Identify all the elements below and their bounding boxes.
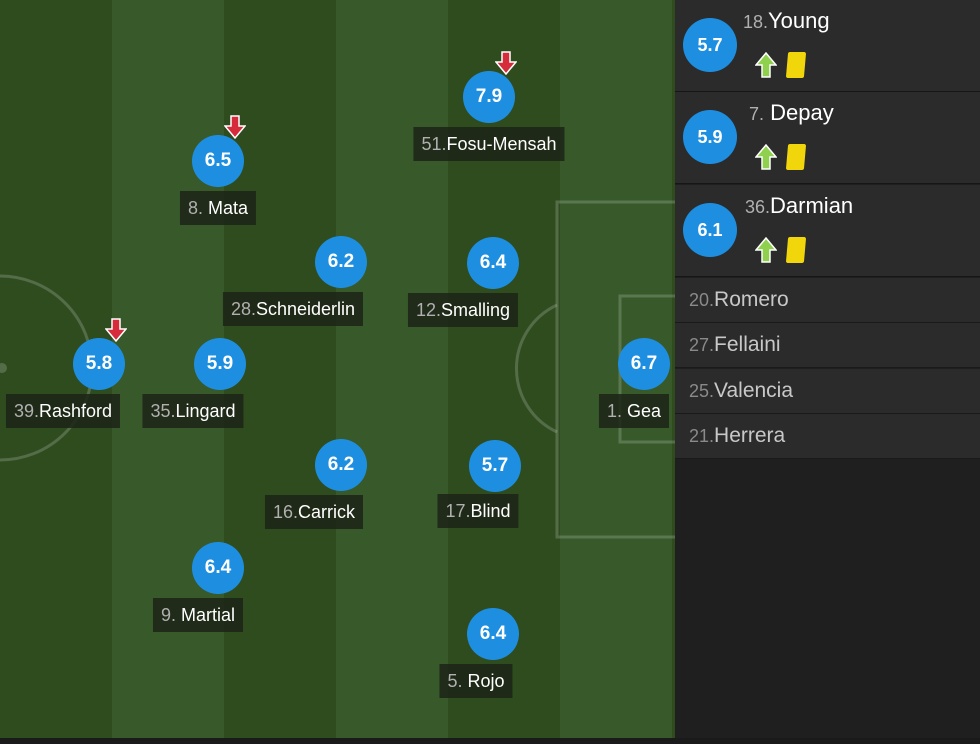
pitch: 7.9 51.Fosu-Mensah 6.5 8. Mata 6.2 28.Sc…: [0, 0, 675, 744]
player-name: Depay: [770, 100, 834, 125]
player-name: Gea: [627, 401, 662, 421]
bench-row[interactable]: 20.Romero: [675, 278, 980, 323]
player-rating: 6.4: [467, 608, 519, 660]
player-rating: 5.9: [683, 110, 737, 164]
yellow-card-icon: [785, 52, 807, 78]
player-label: 36.Darmian: [745, 193, 853, 219]
player-number: 28.: [230, 299, 256, 319]
player-number: 5.: [447, 671, 463, 691]
player-rating: 5.9: [194, 338, 246, 390]
player-number: 20.: [689, 290, 715, 310]
sub-on-arrow-icon: [755, 237, 777, 263]
player-name: Romero: [714, 288, 789, 311]
bench-row[interactable]: 25.Valencia: [675, 369, 980, 414]
bench-row[interactable]: 27.Fellaini: [675, 323, 980, 368]
player-name: Young: [768, 8, 830, 33]
player-name: Rashford: [38, 401, 113, 421]
player-rating: 6.2: [315, 439, 367, 491]
substitute-row[interactable]: 5.9 7. Depay: [675, 92, 980, 184]
player-name: Martial: [181, 605, 236, 625]
player-name: Fosu-Mensah: [446, 134, 557, 154]
player-label[interactable]: 12.Smalling: [407, 293, 519, 327]
player-rating: 5.8: [73, 338, 125, 390]
player-number: 7.: [749, 104, 765, 124]
player-label[interactable]: 1. Gea: [598, 394, 670, 428]
sub-on-arrow-icon: [755, 52, 777, 78]
player-number: 25.: [689, 381, 715, 401]
player-number: 39.: [13, 401, 39, 421]
yellow-card-icon: [785, 237, 807, 263]
player-label: 7. Depay: [749, 100, 834, 126]
player-number: 27.: [689, 335, 715, 355]
player-name: Fellaini: [714, 333, 781, 356]
player-label[interactable]: 28.Schneiderlin: [222, 292, 364, 326]
player-number: 16.: [272, 502, 299, 522]
sub-off-arrow-icon: [105, 318, 127, 342]
player-label[interactable]: 8. Mata: [179, 191, 257, 225]
player-name: Mata: [208, 198, 249, 218]
player-label[interactable]: 17.Blind: [437, 494, 519, 528]
player-rating: 6.4: [192, 542, 244, 594]
player-rating: 7.9: [463, 71, 515, 123]
player-rating: 5.7: [683, 18, 737, 72]
player-number: 18.: [743, 12, 769, 32]
player-name: Blind: [470, 501, 511, 521]
sub-off-arrow-icon: [495, 51, 517, 75]
player-name: Carrick: [298, 502, 356, 522]
player-name: Rojo: [467, 671, 505, 691]
substitute-row[interactable]: 6.1 36.Darmian: [675, 185, 980, 277]
player-rating: 5.7: [469, 440, 521, 492]
sub-off-arrow-icon: [224, 115, 246, 139]
substitute-row[interactable]: 5.7 18.Young: [675, 0, 980, 92]
player-number: 9.: [160, 605, 176, 625]
player-number: 8.: [187, 198, 203, 218]
player-number: 12.: [415, 300, 441, 320]
player-label[interactable]: 16.Carrick: [264, 495, 364, 529]
sub-on-arrow-icon: [755, 144, 777, 170]
player-name: Schneiderlin: [255, 299, 356, 319]
player-rating: 6.2: [315, 236, 367, 288]
player-number: 51.: [421, 134, 447, 154]
player-name: Herrera: [714, 424, 786, 447]
player-label[interactable]: 5. Rojo: [439, 664, 513, 698]
player-name: Lingard: [175, 401, 236, 421]
substitutes-panel: 5.7 18.Young 5.9 7. Depay 6.1 36.Darmian…: [675, 0, 980, 744]
player-number: 1.: [606, 401, 622, 421]
player-label[interactable]: 35.Lingard: [142, 394, 244, 428]
player-label[interactable]: 51.Fosu-Mensah: [413, 127, 565, 161]
yellow-card-icon: [785, 144, 807, 170]
player-label[interactable]: 9. Martial: [152, 598, 244, 632]
player-number: 21.: [689, 426, 715, 446]
player-rating: 6.4: [467, 237, 519, 289]
player-rating: 6.7: [618, 338, 670, 390]
player-name: Darmian: [770, 193, 854, 218]
player-number: 36.: [745, 197, 771, 217]
player-name: Smalling: [441, 300, 511, 320]
player-name: Valencia: [714, 379, 794, 402]
bottom-border: [0, 738, 980, 744]
player-rating: 6.1: [683, 203, 737, 257]
player-label[interactable]: 39.Rashford: [5, 394, 121, 428]
bench-row[interactable]: 21.Herrera: [675, 414, 980, 459]
player-label: 18.Young: [743, 8, 830, 34]
player-rating: 6.5: [192, 135, 244, 187]
player-number: 35.: [150, 401, 176, 421]
player-number: 17.: [445, 501, 471, 521]
